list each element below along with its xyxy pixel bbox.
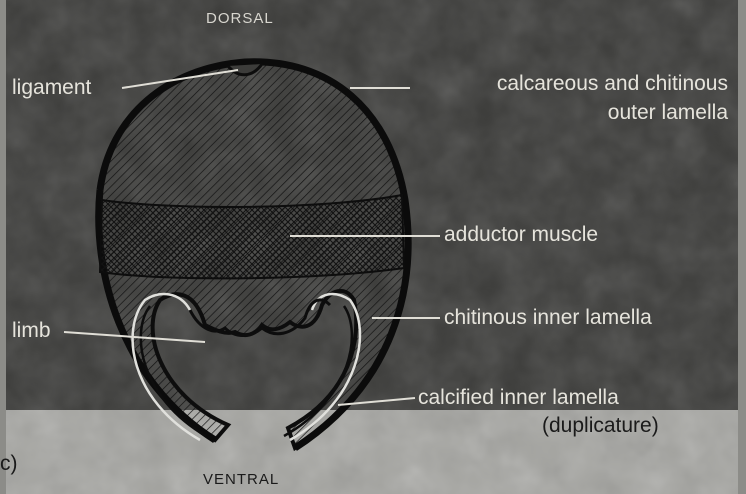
label-duplicature: (duplicature) [542,414,659,437]
label-chitinous-inner-lamella: chitinous inner lamella [444,306,652,329]
orientation-ventral: VENTRAL [203,472,279,489]
label-adductor-muscle: adductor muscle [444,223,598,246]
label-outer-lamella-line2: outer lamella [608,101,728,124]
label-ligament: ligament [12,76,91,99]
label-calcified-inner-lamella: calcified inner lamella [418,386,619,409]
panel-label: c) [0,452,18,475]
label-limb: limb [12,319,51,342]
label-outer-lamella-line1: calcareous and chitinous [497,72,728,95]
orientation-dorsal: DORSAL [206,11,274,28]
